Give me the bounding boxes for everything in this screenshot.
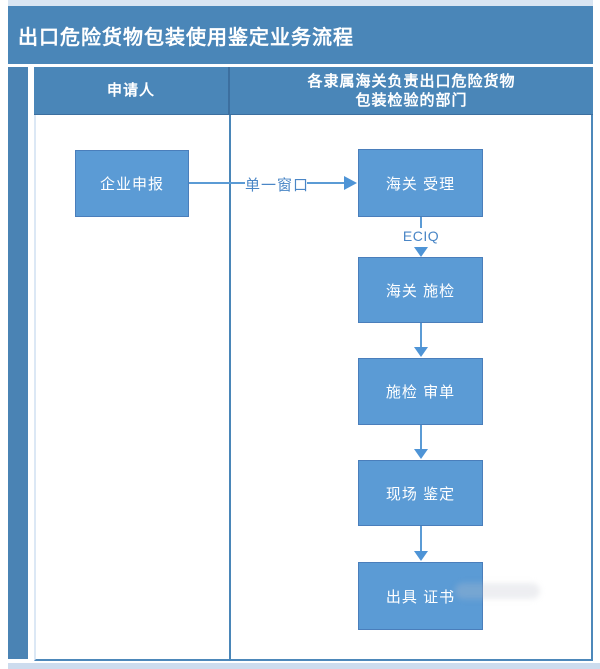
- node-enterprise-declaration-label: 企业申报: [99, 176, 164, 193]
- arrow-down-icon: [414, 347, 428, 357]
- lane-header-customs-line1: 各隶属海关负责出口危险货物: [307, 72, 516, 90]
- edge-appraisal-certificate-line: [420, 526, 422, 552]
- node-customs-inspection-label: 海关 施检: [385, 282, 456, 300]
- title-bar: 出口危险货物包装使用鉴定业务流程: [8, 6, 593, 64]
- edge-review-appraisal-line: [420, 425, 422, 450]
- node-customs-acceptance: 海关 受理: [358, 149, 483, 217]
- lane-header-customs-line2: 包装检验的部门: [355, 91, 468, 109]
- lane-divider: [229, 115, 231, 661]
- left-accent-band: [8, 67, 28, 659]
- edge-acceptance-inspection-line: [420, 217, 422, 229]
- arrow-down-icon: [414, 551, 428, 561]
- edge-declaration-acceptance-line-right: [307, 182, 345, 184]
- page-title: 出口危险货物包装使用鉴定业务流程: [18, 26, 354, 49]
- edge-label-eciq: ECIQ: [401, 228, 441, 244]
- arrow-down-icon: [414, 247, 428, 257]
- edge-declaration-acceptance-line-left: [189, 182, 245, 184]
- lane-header-row: 申请人 各隶属海关负责出口危险货物 包装检验的部门: [34, 67, 593, 115]
- edge-label-single-window: 单一窗口: [245, 174, 308, 195]
- arrow-right-icon: [344, 176, 357, 190]
- node-enterprise-declaration: 企业申报: [75, 150, 189, 217]
- node-customs-inspection: 海关 施检: [358, 257, 483, 323]
- node-onsite-appraisal: 现场 鉴定: [358, 460, 483, 526]
- node-inspection-document-review-label: 施检 审单: [385, 384, 456, 401]
- node-inspection-document-review: 施检 审单: [358, 358, 483, 425]
- top-frame-strip: [8, 0, 593, 6]
- lane-header-applicant: 申请人: [34, 67, 230, 114]
- node-issue-certificate-label: 出具 证书: [385, 588, 456, 606]
- watermark: [455, 583, 540, 599]
- lane-header-customs-dept: 各隶属海关负责出口危险货物 包装检验的部门: [230, 67, 593, 114]
- node-issue-certificate: 出具 证书: [358, 562, 483, 630]
- bottom-frame-strip: [8, 663, 600, 669]
- node-onsite-appraisal-label: 现场 鉴定: [385, 485, 456, 503]
- node-customs-acceptance-label: 海关 受理: [385, 175, 456, 193]
- lane-header-applicant-label: 申请人: [106, 82, 155, 99]
- arrow-down-icon: [414, 449, 428, 459]
- edge-inspection-review-line: [420, 323, 422, 348]
